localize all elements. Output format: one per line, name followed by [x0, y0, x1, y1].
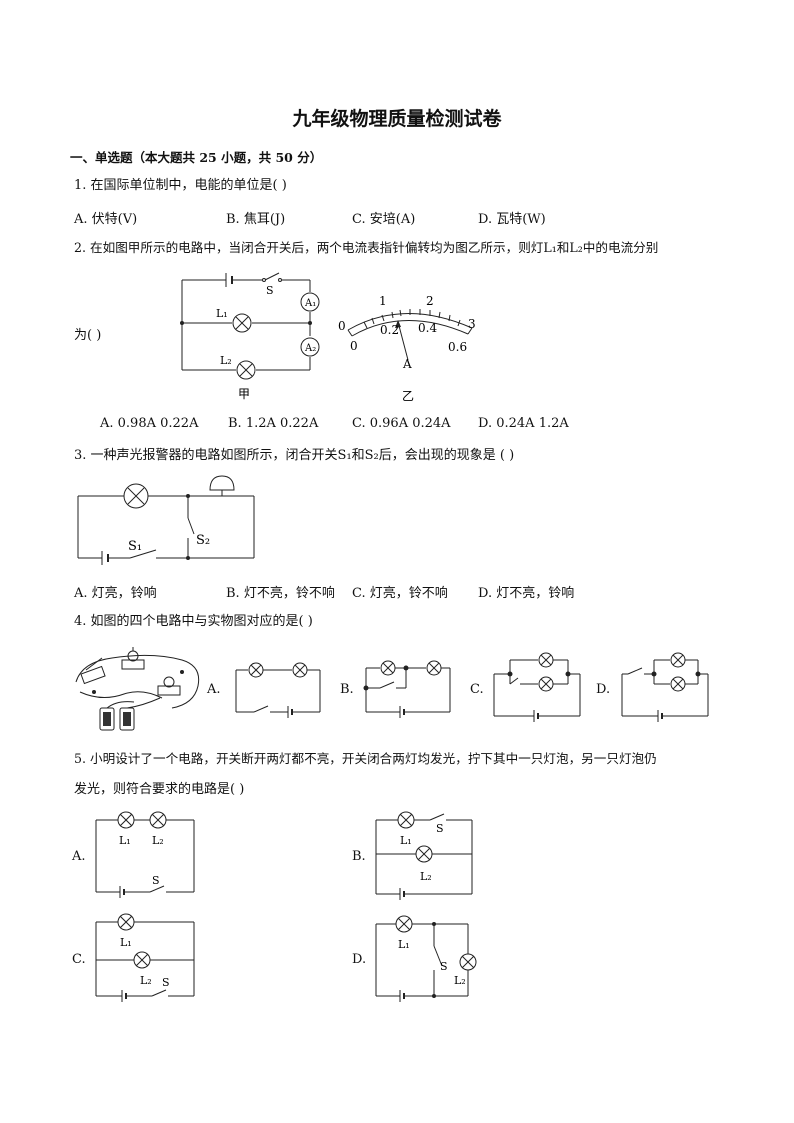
- q2-scale-bottom-3: 0.6: [448, 340, 467, 354]
- q3-s1-label: S₁: [128, 539, 142, 554]
- q2-scale-bottom-0: 0: [350, 339, 358, 353]
- q3-s2-label: S₂: [196, 533, 210, 548]
- q3-option-b[interactable]: B. 灯不亮，铃不响: [226, 586, 335, 601]
- q5b-l1-label: L₁: [400, 834, 412, 847]
- q4-option-b-label[interactable]: B.: [340, 682, 354, 697]
- q2-l1-label: L₁: [216, 307, 228, 320]
- q2-scale-top-1: 1: [379, 294, 387, 308]
- q3-option-a[interactable]: A. 灯亮，铃响: [74, 586, 157, 601]
- q4-physical-circuit-drawing: [75, 647, 200, 731]
- q4-option-a-label[interactable]: A.: [207, 682, 221, 697]
- q5d-l1-label: L₁: [398, 938, 410, 951]
- q1-option-d[interactable]: D. 瓦特(W): [478, 212, 546, 227]
- q2-meter-unit-label: A: [402, 357, 412, 371]
- q5-circuit-b: L₁ S L₂: [375, 811, 473, 900]
- q2-a2-label: A₂: [304, 343, 316, 354]
- q2-scale-top-0: 0: [338, 319, 346, 333]
- q4-circuit-d: [621, 652, 709, 722]
- q5c-l2-label: L₂: [140, 974, 152, 987]
- q4-circuit-c: [493, 652, 581, 722]
- q4-option-c-label[interactable]: C.: [470, 682, 484, 697]
- q4-circuit-a: [235, 662, 321, 718]
- q4-option-d-label[interactable]: D.: [596, 682, 611, 697]
- q2-option-a[interactable]: A. 0.98A 0.22A: [100, 416, 199, 431]
- q1-option-b[interactable]: B. 焦耳(J): [226, 212, 286, 227]
- question-4-stem: 4. 如图的四个电路中与实物图对应的是( ): [74, 614, 313, 629]
- q5-option-d-label[interactable]: D.: [352, 952, 367, 967]
- q2-jia-label: 甲: [238, 387, 250, 401]
- q2-l2-label: L₂: [220, 354, 232, 367]
- section-heading: 一、单选题（本大题共 25 小题，共 50 分）: [70, 150, 323, 165]
- question-5-stem-cont: 发光，则符合要求的电路是( ): [74, 782, 245, 797]
- q2-circuit-jia: S A₁ A₂ L₁ L₂ 甲: [180, 272, 320, 401]
- question-5-stem: 5. 小明设计了一个电路，开关断开两灯都不亮，开关闭合两灯均发光，拧下其中一只灯…: [74, 751, 657, 766]
- q5-circuit-a: L₁ L₂ S: [95, 811, 195, 898]
- q5a-l2-label: L₂: [152, 834, 164, 847]
- q3-option-c[interactable]: C. 灯亮，铃不响: [352, 586, 448, 601]
- q5-circuit-d: L₁ S L₂: [375, 915, 477, 1002]
- q5d-s-label: S: [440, 960, 448, 973]
- q4-circuit-b: [363, 660, 451, 718]
- question-2-stem-cont: 为( ): [74, 328, 102, 343]
- q5-option-b-label[interactable]: B.: [352, 849, 366, 864]
- q1-option-c[interactable]: C. 安培(A): [352, 212, 416, 227]
- q2-option-b[interactable]: B. 1.2A 0.22A: [228, 416, 319, 431]
- q2-switch-label: S: [266, 284, 274, 297]
- q5-option-c-label[interactable]: C.: [72, 952, 86, 967]
- q2-option-c[interactable]: C. 0.96A 0.24A: [352, 416, 451, 431]
- q2-yi-label: 乙: [402, 389, 414, 403]
- q5-circuit-c: L₁ L₂ S: [95, 913, 195, 1002]
- question-3-stem: 3. 一种声光报警器的电路如图所示，闭合开关S₁和S₂后，会出现的现象是 ( ): [74, 448, 515, 463]
- q2-scale-bottom-2: 0.4: [418, 321, 437, 335]
- q5-option-a-label[interactable]: A.: [72, 849, 86, 864]
- q2-option-d[interactable]: D. 0.24A 1.2A: [478, 416, 569, 431]
- q3-option-d[interactable]: D. 灯不亮，铃响: [478, 586, 575, 601]
- q1-option-a[interactable]: A. 伏特(V): [74, 212, 138, 227]
- page-title: 九年级物理质量检测试卷: [292, 108, 502, 130]
- q5d-l2-label: L₂: [454, 974, 466, 987]
- q3-alarm-circuit: S₁ S₂: [77, 475, 255, 565]
- question-1-stem: 1. 在国际单位制中，电能的单位是( ): [74, 178, 287, 193]
- q5a-l1-label: L₁: [119, 834, 131, 847]
- q5b-l2-label: L₂: [420, 870, 432, 883]
- q2-scale-top-3: 3: [468, 317, 476, 331]
- question-2-stem: 2. 在如图甲所示的电路中，当闭合开关后，两个电流表指针偏转均为图乙所示，则灯L…: [74, 240, 659, 255]
- q5c-l1-label: L₁: [120, 936, 132, 949]
- q2-ammeter-yi: 0 1 2 3 0 0.2 0.4 0.6 A 乙: [338, 294, 476, 403]
- q5a-s-label: S: [152, 874, 160, 887]
- q5b-s-label: S: [436, 822, 444, 835]
- q5c-s-label: S: [162, 976, 170, 989]
- q2-scale-bottom-1: 0.2: [380, 323, 399, 337]
- q2-a1-label: A₁: [304, 298, 316, 309]
- q2-scale-top-2: 2: [426, 294, 434, 308]
